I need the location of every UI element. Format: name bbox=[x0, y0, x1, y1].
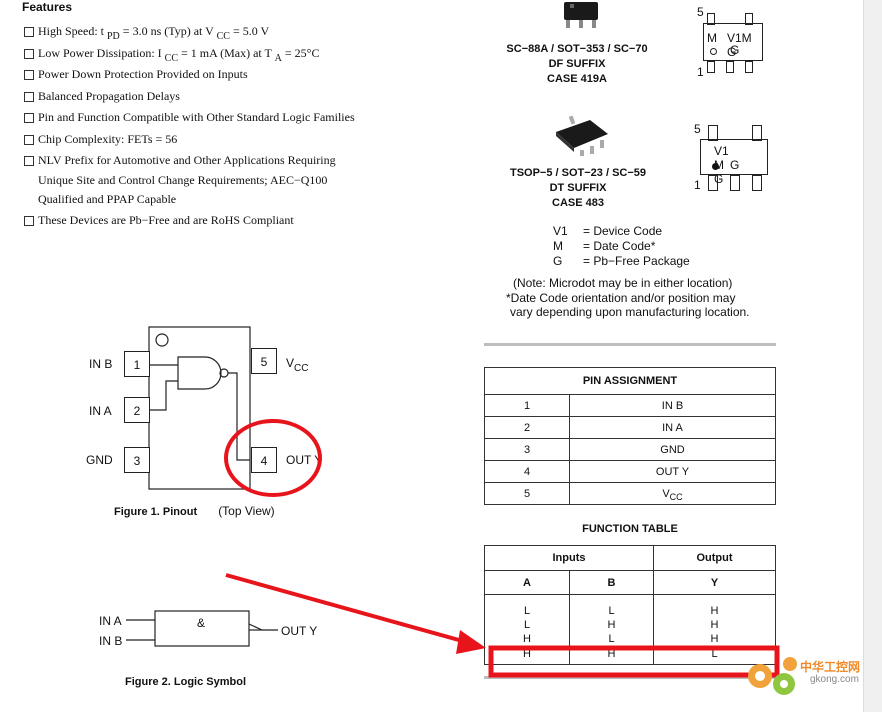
feature-item: Chip Complexity: FETs = 56 bbox=[38, 132, 178, 146]
feature-item: These Devices are Pb−Free and are RoHS C… bbox=[38, 213, 294, 227]
pin-box-3: 3 bbox=[124, 447, 150, 473]
legend-pb-free: G= Pb−Free Package bbox=[553, 254, 690, 268]
function-table-output-header: Output bbox=[653, 545, 776, 571]
checkbox-bullet-icon bbox=[24, 27, 34, 37]
checkbox-bullet-icon bbox=[24, 92, 34, 102]
logic-out-y: OUT Y bbox=[281, 624, 318, 638]
pin-box-4: 4 bbox=[251, 447, 277, 473]
checkbox-bullet-icon bbox=[24, 49, 34, 59]
table-row: H L H bbox=[484, 633, 776, 645]
vertical-scrollbar[interactable] bbox=[863, 0, 882, 712]
feature-item: Pin and Function Compatible with Other S… bbox=[38, 110, 355, 124]
pin-box-1: 1 bbox=[124, 351, 150, 377]
checkbox-bullet-icon bbox=[24, 216, 34, 226]
note-date-code: *Date Code orientation and/or position m… bbox=[506, 291, 736, 305]
feature-item-continued: Qualified and PPAP Capable bbox=[38, 192, 177, 206]
pin-label-in-a: IN A bbox=[89, 404, 112, 418]
pin-label-gnd: GND bbox=[86, 453, 113, 467]
legend-device-code: V1= Device Code bbox=[553, 224, 663, 238]
logic-gate-symbol: & bbox=[197, 616, 206, 630]
divider bbox=[484, 343, 776, 346]
watermark-domain: gkong.com bbox=[810, 674, 859, 685]
logic-in-b: IN B bbox=[99, 634, 123, 648]
feature-item: NLV Prefix for Automotive and Other Appl… bbox=[38, 153, 336, 167]
feature-item-continued: Unique Site and Control Change Requireme… bbox=[38, 173, 328, 187]
divider bbox=[484, 676, 776, 679]
checkbox-bullet-icon bbox=[24, 135, 34, 145]
checkbox-bullet-icon bbox=[24, 113, 34, 123]
function-table-title: FUNCTION TABLE bbox=[582, 523, 678, 535]
function-table: Inputs Output A B Y L L H L H H H L H H … bbox=[484, 545, 776, 665]
tsop5-package-label: TSOP−5 / SOT−23 / SC−59 DT SUFFIX CASE 4… bbox=[509, 167, 647, 209]
feature-high-speed: High Speed: t PD = 3.0 ns (Typ) at V CC … bbox=[38, 24, 270, 42]
feature-item: Balanced Propagation Delays bbox=[38, 89, 180, 103]
table-row: H H L bbox=[484, 644, 776, 665]
pin-box-5: 5 bbox=[251, 348, 277, 374]
figure-1-caption: Figure 1. Pinout (Top View) bbox=[114, 504, 275, 518]
pin-label-out-y: OUT Y bbox=[286, 453, 323, 467]
table-row: L L H bbox=[484, 594, 776, 617]
features-title: Features bbox=[22, 0, 73, 14]
pin-box-2: 2 bbox=[124, 397, 150, 423]
legend-date-code: M= Date Code* bbox=[553, 239, 656, 253]
pin-label-vcc: VCC bbox=[286, 356, 309, 374]
checkbox-bullet-icon bbox=[24, 70, 34, 80]
checkbox-bullet-icon bbox=[24, 156, 34, 166]
function-table-inputs-header: Inputs bbox=[484, 545, 654, 571]
watermark-text: 中华工控网 bbox=[800, 660, 861, 674]
sc88a-package-icon bbox=[564, 2, 598, 28]
note-microdot: (Note: Microdot may be in either locatio… bbox=[513, 276, 733, 290]
note-location: vary depending upon manufacturing locati… bbox=[510, 305, 750, 319]
feature-item: Power Down Protection Provided on Inputs bbox=[38, 67, 248, 81]
tsop5-package-icon bbox=[556, 115, 608, 156]
table-row: L H H bbox=[484, 616, 776, 634]
pin-assignment-title: PIN ASSIGNMENT bbox=[484, 367, 776, 395]
figure-2-caption: Figure 2. Logic Symbol bbox=[125, 676, 247, 688]
pin-label-in-b: IN B bbox=[89, 357, 113, 371]
logic-in-a: IN A bbox=[99, 614, 122, 628]
feature-low-power: Low Power Dissipation: I CC = 1 mA (Max)… bbox=[38, 46, 320, 64]
gear-logo-icon bbox=[748, 657, 797, 695]
sc88a-package-label: SC−88A / SOT−353 / SC−70 DF SUFFIX CASE … bbox=[506, 43, 648, 85]
